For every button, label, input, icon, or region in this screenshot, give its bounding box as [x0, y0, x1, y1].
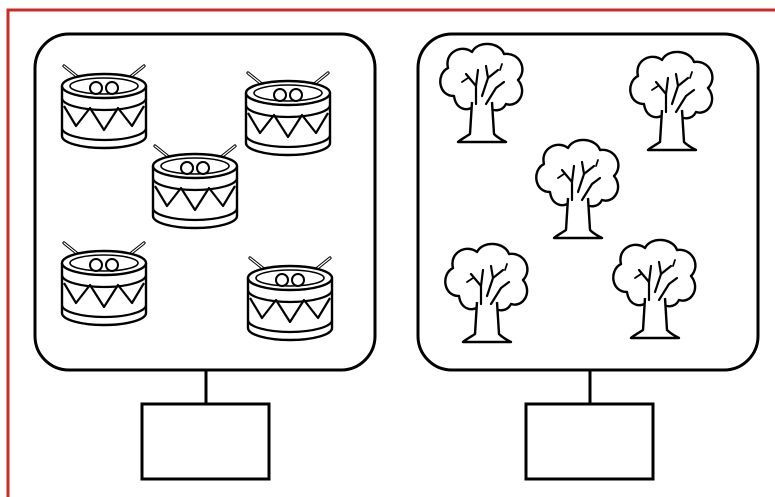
drum-icon: [246, 256, 334, 342]
drum-icon: [244, 71, 332, 157]
group-panel-trees: [416, 32, 760, 481]
answer-box-trees[interactable]: [524, 402, 655, 481]
group-panel-drums: [33, 32, 377, 481]
drum-icon: [151, 144, 239, 230]
drum-icon: [60, 64, 148, 150]
worksheet-frame: [6, 8, 775, 497]
answer-box-drums[interactable]: [140, 402, 271, 481]
drum-icon: [60, 241, 148, 327]
